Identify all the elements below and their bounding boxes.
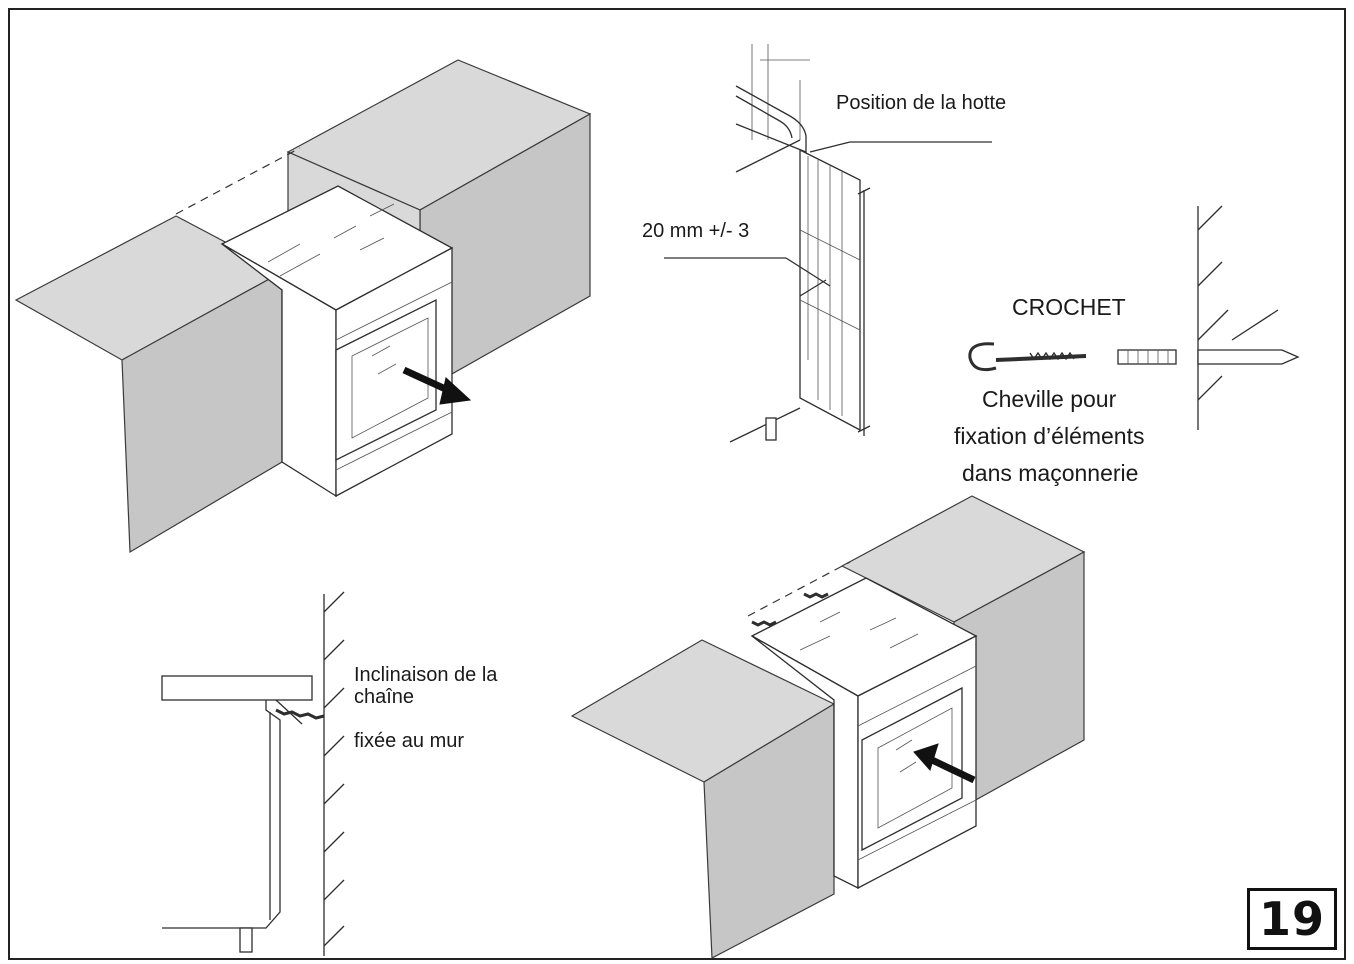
- chain-caption-line-1: Inclinaison de la: [354, 664, 498, 686]
- back-wall-dashed-line: [175, 147, 301, 215]
- page-number: 19: [1258, 892, 1325, 946]
- plug-caption-line-1: Cheville pour: [982, 386, 1117, 412]
- page-frame: [8, 8, 1346, 960]
- chain-caption-line-2: chaîne: [354, 686, 415, 708]
- chain-caption-line-3: fixée au mur: [354, 730, 465, 752]
- chain-hook-left-icon: [751, 620, 777, 627]
- chain-tilt-section: [161, 591, 345, 956]
- push-in-arrow-icon: [913, 743, 976, 784]
- cooker-pull-out-scene: [14, 59, 592, 554]
- wall-with-plug-section: [1197, 205, 1300, 430]
- wall-plug-icon: [1117, 349, 1177, 365]
- hook-label: CROCHET: [1012, 294, 1126, 320]
- cooker-pushed-in: [750, 577, 978, 890]
- cooker-pulled-out: [220, 185, 454, 498]
- hood-position-label: Position de la hotte: [836, 92, 1007, 114]
- page-number-box: 19: [1247, 888, 1337, 950]
- gap-tolerance-label: 20 mm +/- 3: [642, 220, 750, 242]
- chain-hook-right-icon: [803, 592, 829, 599]
- hood-position-section: [664, 44, 992, 443]
- plug-caption-line-2: fixation d’éléments: [954, 423, 1145, 449]
- screw-hook-icon: [968, 342, 1087, 372]
- cooker-push-in-scene: [570, 495, 1086, 959]
- pull-out-arrow-icon: [402, 366, 472, 405]
- plug-caption-line-3: dans maçonnerie: [962, 460, 1139, 486]
